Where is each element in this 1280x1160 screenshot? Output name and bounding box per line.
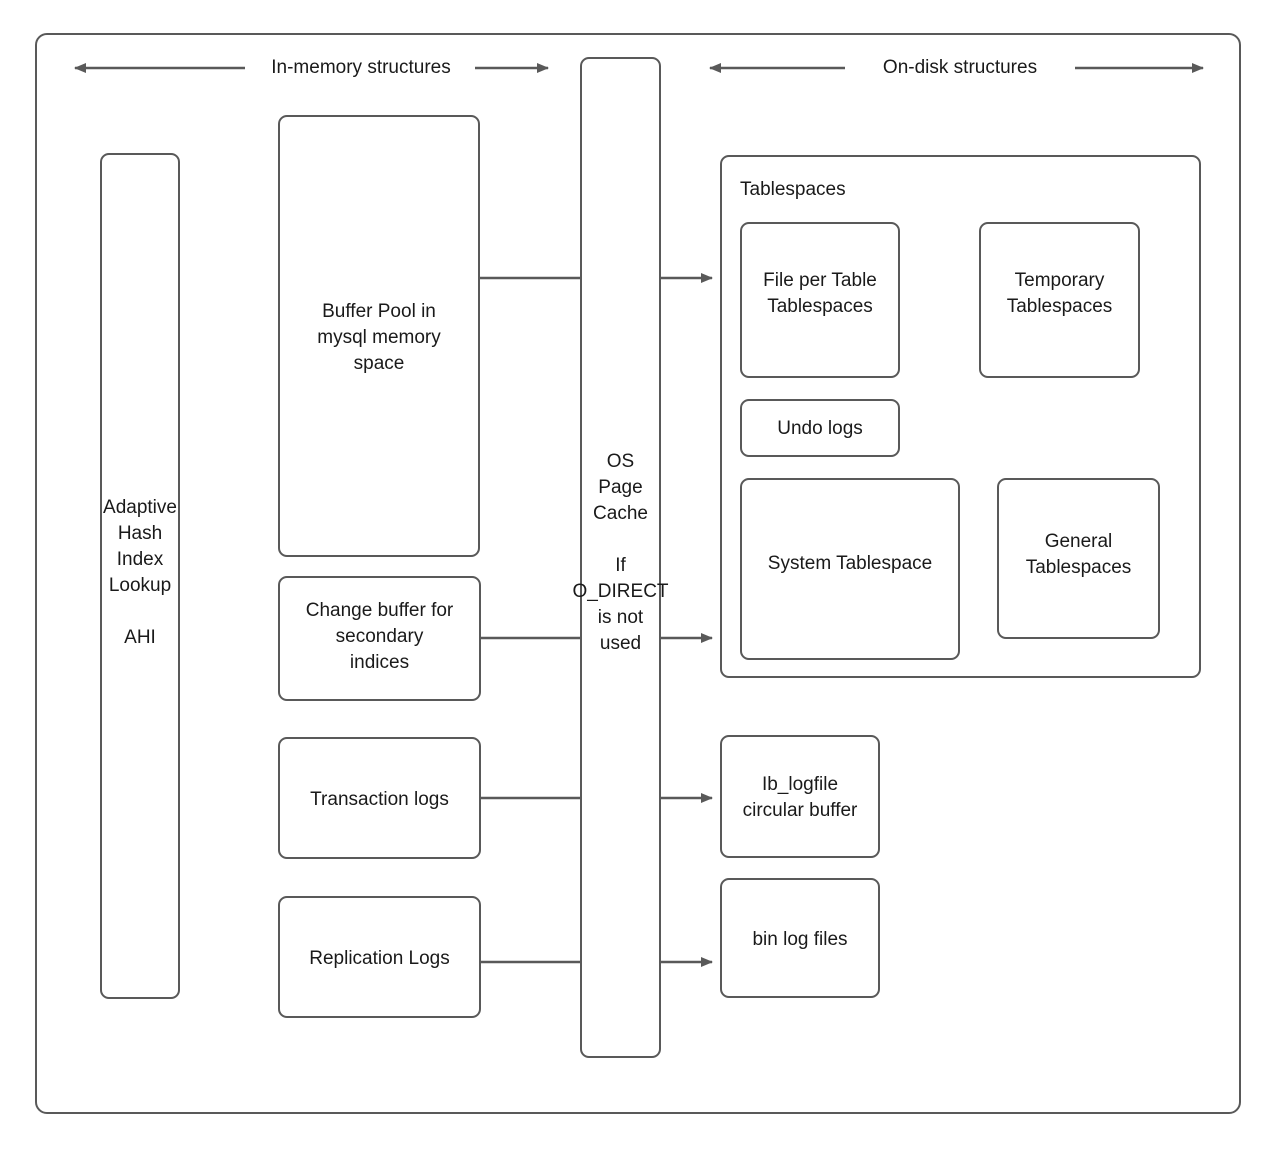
file-per-table-tablespaces-box[interactable]: File per Table Tablespaces <box>740 222 900 378</box>
buffer-pool-label: Buffer Pool in mysql memory space <box>317 301 441 374</box>
temporary-tablespaces-box[interactable]: Temporary Tablespaces <box>979 222 1140 378</box>
adaptive-hash-index-label: Adaptive Hash Index Lookup AHI <box>103 497 177 648</box>
change-buffer-label: Change buffer for secondary indices <box>305 600 454 673</box>
transaction-logs-label: Transaction logs <box>310 789 449 810</box>
ib-logfile-label: Ib_logfile circular buffer <box>742 774 858 821</box>
change-buffer-box[interactable]: Change buffer for secondary indices <box>278 576 481 701</box>
undo-logs-box[interactable]: Undo logs <box>740 399 900 457</box>
file-per-table-tablespaces-label: File per Table Tablespaces <box>763 270 877 317</box>
ib-logfile-box[interactable]: Ib_logfile circular buffer <box>720 735 880 858</box>
general-tablespaces-box[interactable]: General Tablespaces <box>997 478 1160 639</box>
os-page-cache-label: OS Page Cache If O_DIRECT is not used <box>572 451 669 654</box>
os-page-cache-box[interactable]: OS Page Cache If O_DIRECT is not used <box>572 57 669 1058</box>
temporary-tablespaces-label: Temporary Tablespaces <box>1006 270 1113 317</box>
replication-logs-label: Replication Logs <box>309 948 450 969</box>
general-tablespaces-label: General Tablespaces <box>1025 531 1132 578</box>
on-disk-structures-label: On-disk structures <box>882 57 1038 78</box>
undo-logs-label: Undo logs <box>777 418 863 439</box>
tablespaces-title: Tablespaces <box>740 179 846 200</box>
adaptive-hash-index-box[interactable]: Adaptive Hash Index Lookup AHI <box>100 153 180 999</box>
transaction-logs-box[interactable]: Transaction logs <box>278 737 481 859</box>
system-tablespace-label: System Tablespace <box>767 553 933 574</box>
replication-logs-box[interactable]: Replication Logs <box>278 896 481 1018</box>
buffer-pool-box[interactable]: Buffer Pool in mysql memory space <box>278 115 480 557</box>
bin-log-files-box[interactable]: bin log files <box>720 878 880 998</box>
system-tablespace-box[interactable]: System Tablespace <box>740 478 960 660</box>
in-memory-structures-label: In-memory structures <box>271 57 451 78</box>
bin-log-files-label: bin log files <box>752 929 848 950</box>
